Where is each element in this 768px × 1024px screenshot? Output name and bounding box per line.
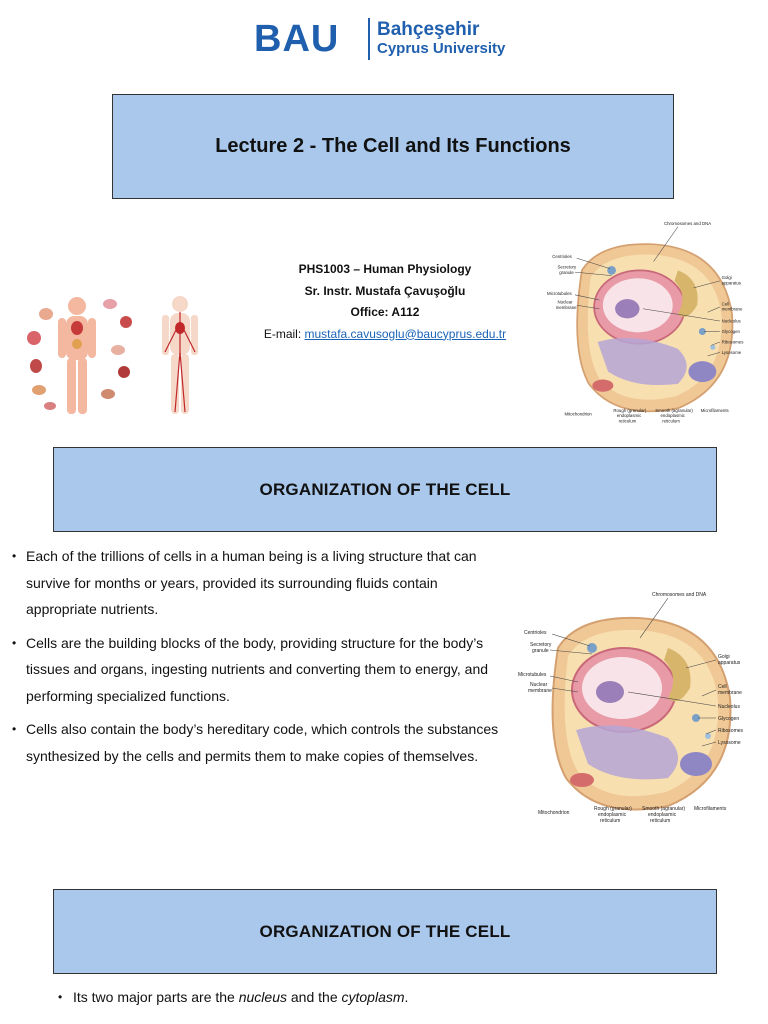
university-logo: BAU Bahçeşehir Cyprus University (254, 16, 514, 62)
label-chromosomes: Chromosomes and DNA (652, 592, 707, 598)
label-secretory-2: granule (532, 648, 549, 654)
logo-name-line1: Bahçeşehir (377, 19, 480, 40)
label-rough-er-1: Rough (granular) (613, 408, 647, 413)
label-lysosome: Lysosome (718, 740, 741, 746)
email-link[interactable]: mustafa.cavusoglu@baucyprus.edu.tr (304, 326, 507, 341)
bullet-text: Its two major parts are the (73, 989, 239, 1005)
label-nucleolus: Nucleolus (722, 319, 742, 324)
course-info: PHS1003 – Human Physiology Sr. Instr. Mu… (230, 259, 540, 345)
lecture-title-box: Lecture 2 - The Cell and Its Functions (112, 94, 674, 199)
label-centrioles: Centrioles (524, 630, 547, 636)
label-cell-membrane-1: Cell (718, 684, 727, 690)
logo-name-line2: Cyprus University (377, 40, 506, 57)
label-cell-membrane-1: Cell (722, 301, 730, 306)
organ-icons (27, 299, 132, 410)
label-microtubules: Microtubules (547, 291, 573, 296)
label-mitochondrion: Mitochondrion (538, 810, 570, 816)
body-silhouette (58, 297, 96, 414)
label-ribosomes: Ribosomes (722, 340, 745, 345)
cell-body (576, 243, 734, 413)
label-golgi-2: apparatus (718, 660, 741, 666)
label-microfilaments: Microfilaments (701, 408, 730, 413)
list-item: Cells also contain the body’s hereditary… (8, 716, 508, 769)
office-number: Office: A112 (350, 305, 420, 319)
label-smooth-er-2: endoplasmic (660, 413, 685, 418)
section-heading: ORGANIZATION OF THE CELL (259, 921, 511, 941)
bullet-list: Its two major parts are the nucleus and … (58, 986, 658, 1008)
label-golgi-1: Golgi (722, 275, 732, 280)
label-nuclear-2: membrane (556, 305, 577, 310)
label-smooth-er-1: Smooth (agranular) (655, 408, 693, 413)
list-item: Each of the trillions of cells in a huma… (8, 543, 508, 623)
label-microtubules: Microtubules (518, 672, 547, 678)
label-rough-er-1: Rough (granular) (594, 806, 632, 812)
section-heading: ORGANIZATION OF THE CELL (259, 479, 511, 499)
label-smooth-er-3: reticulum (650, 818, 670, 824)
lecture-title: Lecture 2 - The Cell and Its Functions (215, 135, 571, 157)
label-golgi-2: apparatus (722, 280, 742, 285)
label-mitochondrion: Mitochondrion (564, 411, 592, 416)
label-rough-er-3: reticulum (619, 418, 637, 423)
label-smooth-er-1: Smooth (agranular) (642, 806, 685, 812)
list-item: Cells are the building blocks of the bod… (8, 630, 508, 710)
label-rough-er-3: reticulum (600, 818, 620, 824)
label-nuclear-1: Nuclear (557, 300, 573, 305)
label-secretory-2: granule (559, 270, 574, 275)
label-smooth-er-3: reticulum (662, 418, 680, 423)
cell-diagram: Chromosomes and DNA Centrioles Secretory… (518, 592, 744, 824)
label-secretory-1: Secretory (530, 642, 552, 648)
label-glycogen: Glycogen (718, 716, 739, 722)
email-line: E-mail: mustafa.cavusoglu@baucyprus.edu.… (230, 324, 540, 346)
human-organs-illustration (27, 296, 198, 414)
instructor-name: Sr. Instr. Mustafa Çavuşoğlu (304, 283, 466, 298)
label-rough-er-2: endoplasmic (617, 413, 642, 418)
label-cell-membrane-2: membrane (722, 307, 743, 312)
label-centrioles: Centrioles (552, 254, 572, 259)
list-item: Its two major parts are the nucleus and … (58, 986, 658, 1008)
label-glycogen: Glycogen (722, 329, 741, 334)
term-nucleus: nucleus (238, 989, 287, 1005)
bullet-text: . (404, 989, 409, 1005)
logo-divider (368, 18, 370, 60)
label-cell-membrane-2: membrane (718, 690, 742, 696)
label-chromosomes: Chromosomes and DNA (664, 221, 711, 226)
email-label: E-mail: (263, 326, 305, 341)
label-secretory-1: Secretory (557, 265, 576, 270)
label-nuclear-2: membrane (528, 688, 552, 694)
label-golgi-1: Golgi (718, 654, 730, 660)
cell-body (551, 616, 732, 811)
label-rough-er-2: endoplasmic (598, 812, 627, 818)
section-heading-box: ORGANIZATION OF THE CELL (53, 889, 717, 974)
label-nuclear-1: Nuclear (530, 682, 548, 688)
bullet-list: Each of the trillions of cells in a huma… (8, 543, 508, 776)
label-lysosome: Lysosome (722, 350, 742, 355)
section-heading-box: ORGANIZATION OF THE CELL (53, 447, 717, 532)
bullet-text: and the (287, 989, 342, 1005)
label-smooth-er-2: endoplasmic (648, 812, 677, 818)
term-cytoplasm: cytoplasm (341, 989, 405, 1005)
cell-diagram: Chromosomes and DNA Centrioles Secretory… (547, 221, 745, 423)
label-nucleolus: Nucleolus (718, 704, 740, 710)
label-microfilaments: Microfilaments (694, 806, 727, 812)
label-ribosomes: Ribosomes (718, 728, 744, 734)
logo-brand: BAU (254, 18, 340, 60)
course-name: PHS1003 – Human Physiology (298, 262, 472, 276)
